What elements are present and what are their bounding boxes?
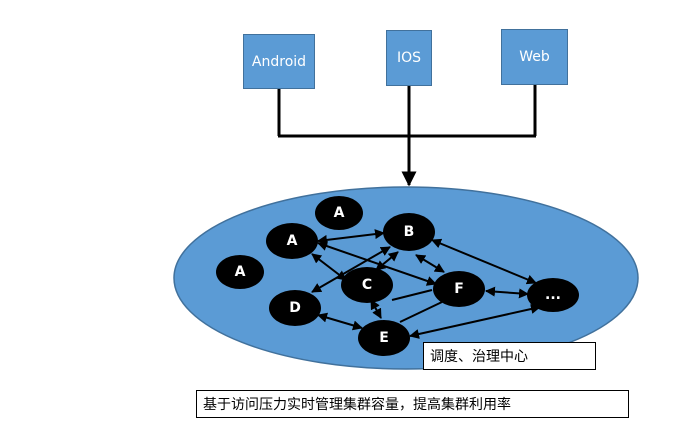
edge-f-e [399,301,443,323]
edge-a-b [317,229,385,245]
node-more[interactable]: ... [527,278,579,312]
node-d-label: D [289,300,301,316]
node-a-left[interactable]: A [216,255,264,289]
node-e-label: E [379,330,389,346]
web-client-box[interactable]: Web [501,29,568,85]
ios-client-box[interactable]: IOS [386,30,432,86]
node-b[interactable]: B [383,213,435,251]
node-more-label: ... [545,287,561,303]
client-connectors [277,85,537,138]
edge-e-more [409,304,541,339]
node-c-label: C [362,277,372,293]
node-a-top-label: A [334,205,345,221]
web-client-label: Web [519,49,550,65]
node-c[interactable]: C [341,267,393,303]
plain-edges [391,289,443,323]
node-f[interactable]: F [433,271,485,307]
node-a-top[interactable]: A [315,196,363,230]
edge-b-more [431,238,537,285]
node-f-label: F [454,281,464,297]
cluster-nodes: A A A B C D E F [216,196,579,356]
edge-c-f [391,289,433,301]
node-edges [311,229,541,339]
android-client-label: Android [251,53,307,70]
edge-f-more [485,286,529,299]
node-d[interactable]: D [269,290,321,326]
android-client-box[interactable]: Android [243,34,315,89]
edge-b-c [375,251,399,271]
capacity-management-caption: 基于访问压力实时管理集群容量，提高集群利用率 [196,390,629,418]
edge-d-e [317,312,363,331]
capacity-management-text: 基于访问压力实时管理集群容量，提高集群利用率 [203,397,511,413]
edge-c-e [370,299,382,319]
scheduling-center-text: 调度、治理中心 [430,349,528,365]
node-b-label: B [404,224,415,240]
ios-client-label: IOS [396,50,422,66]
node-e[interactable]: E [358,320,410,356]
node-a-left-label: A [235,264,246,280]
node-a-main-label: A [287,233,298,249]
scheduling-center-caption: 调度、治理中心 [423,342,596,370]
node-a-main[interactable]: A [266,223,318,259]
